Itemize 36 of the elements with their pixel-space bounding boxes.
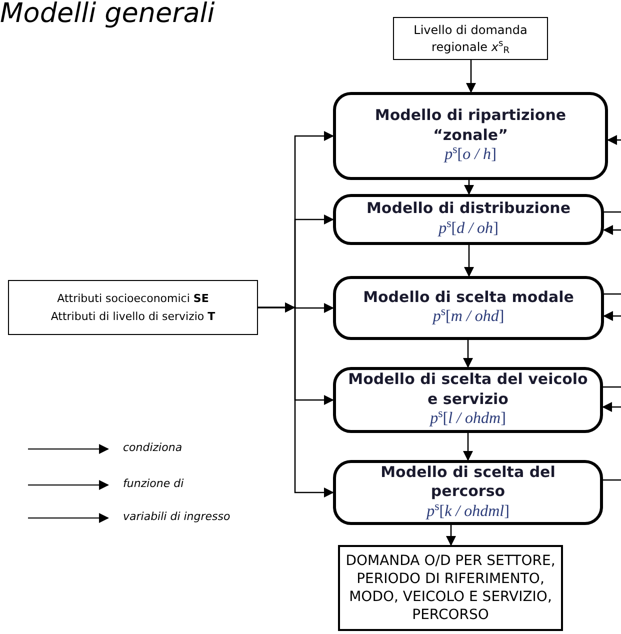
formula: p$^{s}$[l / ohdm] (430, 409, 506, 430)
title: Modelli generali (0, 0, 215, 27)
arrow (464, 245, 474, 277)
box-text: Attributi socioeconomici SE (56, 290, 210, 307)
input-box (8, 280, 258, 335)
formula: p$^{s}$[o / h] (444, 145, 496, 166)
model-box (333, 276, 604, 340)
model-box (333, 92, 608, 180)
legend-text: condiziona (123, 442, 182, 453)
model-box (333, 460, 603, 525)
arrow (607, 135, 621, 145)
model-title: Modello di scelta modale (363, 288, 574, 308)
formula: p$^{s}$[k / ohdml] (426, 502, 510, 522)
box-text: Attributi di livello di servizio T (50, 308, 216, 324)
arrow (463, 433, 473, 461)
formula: p$^{s}$[m / ohd] (432, 307, 504, 328)
model-title: Modello di ripartizione “zonale” (374, 106, 568, 146)
formula: p$^{s}$[d / oh] (438, 218, 498, 239)
arrow (463, 340, 473, 368)
model-title: Modello di distribuzione (366, 199, 571, 219)
arrow (258, 302, 334, 498)
arrow (446, 525, 456, 546)
input-box (393, 17, 548, 60)
arrow (466, 60, 476, 93)
output-box (338, 545, 563, 631)
model-box (333, 194, 604, 245)
arrow (603, 311, 621, 321)
box-text: DOMANDA O/D PER SETTORE, PERIODO DI RIFERIMENTO, MODO, VEICOLO E SERVIZIO, PERCORSO (344, 552, 556, 624)
model-title: Modello di scelta del veicolo e servizio (347, 370, 589, 410)
arrow (464, 180, 474, 195)
model-title: Modello di scelta del percorso (380, 462, 556, 502)
arrow (602, 402, 621, 412)
legend-text: variabili di ingresso (123, 511, 230, 522)
legend-text: funzione di (123, 478, 184, 489)
model-box (333, 367, 603, 433)
arrow (603, 225, 621, 235)
